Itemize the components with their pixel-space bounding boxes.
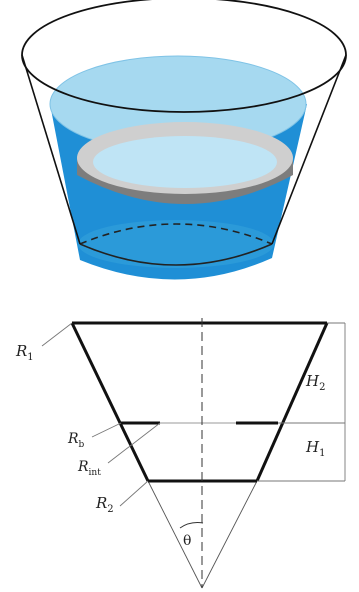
rb-label: Rb	[67, 431, 85, 450]
cross-section: R1 H2 H1 Rb Rint R2 θ	[15, 318, 346, 589]
inner-water-ellipse	[93, 136, 277, 188]
right-edge	[255, 322, 329, 482]
cone-extension-right	[201, 480, 258, 589]
rint-leader	[107, 422, 161, 464]
bottom-visible-edge	[79, 243, 273, 266]
r1-leader	[41, 322, 73, 347]
vessel-bottom	[78, 220, 274, 268]
theta-arc	[179, 522, 204, 529]
rint-label: Rint	[77, 459, 101, 478]
h2-label: H2	[305, 372, 325, 393]
cone-extension-left	[147, 480, 203, 589]
rb-leader	[91, 422, 122, 438]
bottom-hidden-edge	[79, 223, 273, 245]
r1-label: R1	[15, 342, 34, 363]
theta-label: θ	[183, 533, 191, 549]
right-wall	[271, 54, 347, 245]
r2-leader	[119, 480, 149, 507]
gray-band	[77, 160, 293, 204]
h1-label: H1	[305, 438, 325, 459]
left-wall	[21, 54, 81, 245]
vessel-rim	[21, 0, 347, 113]
r2-label: R2	[95, 494, 114, 515]
vessel-3d	[21, 0, 347, 280]
left-edge	[70, 322, 150, 482]
